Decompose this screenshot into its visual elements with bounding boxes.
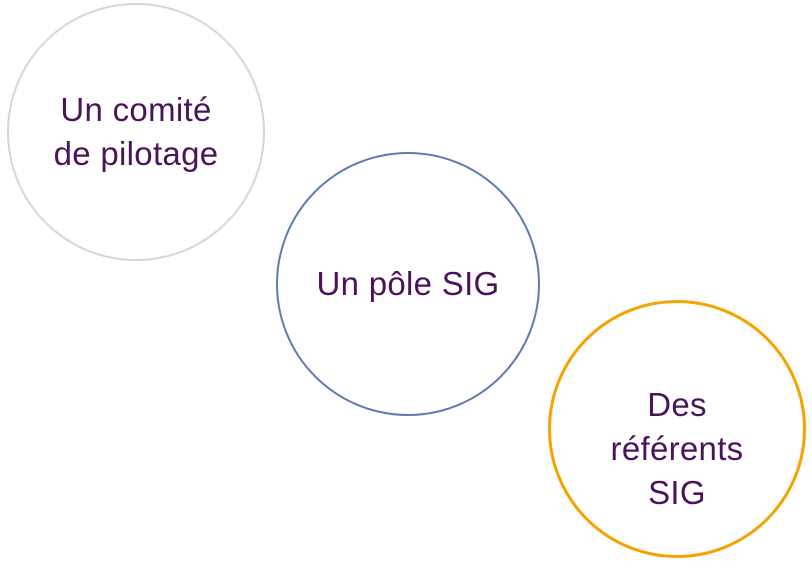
label-line: Des [647,386,707,424]
label-line: SIG [648,473,706,511]
circle-comite-pilotage-label: Un comité de pilotage [54,88,219,176]
label-line: de pilotage [53,135,219,172]
label-line: référents [610,430,744,468]
circle-pole-sig-label: Un pôle SIG [316,262,499,306]
circle-referents-sig-label: Des référents SIG [611,383,744,515]
label-line: Un comité [60,91,212,129]
label-line: Un pôle SIG [316,265,500,303]
circle-comite-pilotage: Un comité de pilotage [7,3,265,261]
circle-pole-sig: Un pôle SIG [276,152,540,416]
circle-referents-sig: Des référents SIG [548,300,806,558]
